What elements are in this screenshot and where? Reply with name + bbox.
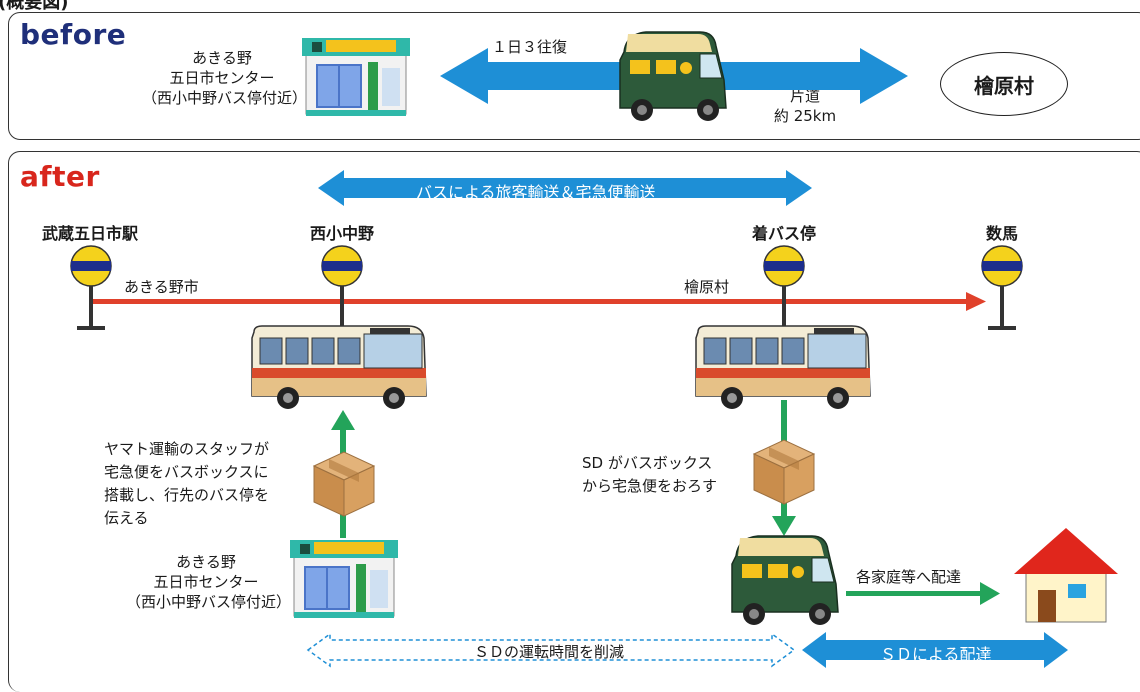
before-heading: before [20, 18, 127, 51]
before-center-label: あきる野 五日市センター （西小中野バス停付近） [142, 48, 308, 108]
page-title: (概要図) [0, 0, 69, 13]
after-heading: after [20, 160, 100, 193]
stop-sign-icon [70, 245, 112, 331]
stop-sign-icon [981, 245, 1023, 331]
before-center-line1: あきる野 [192, 49, 252, 67]
right-note-line2: から宅急便をおろす [582, 477, 718, 495]
stop-name-kazuma: 数馬 [985, 224, 1018, 243]
house-icon [1014, 528, 1118, 623]
after-top-arrow-label: バスによる旅客輸送＆宅急便輸送 [416, 183, 656, 202]
after-center-line3: （西小中野バス停付近） [126, 593, 292, 611]
bus-icon-right [695, 325, 871, 410]
before-truck-icon [619, 31, 727, 122]
before-shop-icon [301, 37, 411, 117]
before-distance: 片道 約 25km [760, 86, 850, 126]
before-distance-line1: 片道 [789, 87, 820, 105]
after-panel [8, 151, 1140, 692]
area-label-akiruno: あきる野市 [124, 278, 199, 296]
after-top-arrow [318, 170, 812, 206]
area-label-hinohara: 檜原村 [684, 278, 730, 296]
left-note-line3: 搭載し、行先のバス停を [104, 486, 270, 504]
after-center-line1: あきる野 [176, 553, 236, 571]
diagram-artwork [70, 31, 1118, 668]
green-arrow-right [846, 582, 1000, 605]
left-note-line4: 伝える [104, 509, 149, 527]
left-note-line2: 宅急便をバスボックスに [104, 463, 269, 481]
bus-icon-left [251, 325, 427, 410]
right-note: SD がバスボックス から宅急便をおろす [582, 452, 717, 498]
bottom-dashed-arrow [306, 632, 796, 668]
stop-sign-icon [763, 245, 805, 331]
stop-name-musashi-itsukaichi: 武蔵五日市駅 [41, 224, 138, 243]
after-center-line2: 五日市センター [153, 573, 259, 591]
before-distance-line2: 約 25km [773, 107, 837, 125]
bottom-solid-arrow [802, 632, 1068, 668]
before-center-line2: 五日市センター [169, 69, 275, 87]
after-center-label: あきる野 五日市センター （西小中野バス停付近） [126, 552, 292, 612]
delivery-label: 各家庭等へ配達 [856, 568, 962, 586]
right-note-line1: SD がバスボックス [582, 454, 713, 472]
bottom-dashed-label: ＳＤの運転時間を削減 [474, 643, 625, 661]
destination-oval: 檜原村 [940, 52, 1068, 116]
before-center-line3: （西小中野バス停付近） [142, 89, 308, 107]
stop-name-nishi-konakano: 西小中野 [309, 224, 374, 243]
left-note-line1: ヤマト運輸のスタッフが [104, 440, 270, 458]
parcel-box-icon-right [753, 439, 815, 505]
stop-sign-icon [321, 245, 363, 331]
route-line [90, 292, 986, 311]
bottom-solid-label: ＳＤによる配達 [880, 645, 992, 664]
parcel-box-icon-left [313, 451, 375, 517]
destination-label: 檜原村 [974, 73, 1034, 98]
stop-name-arrival-stop: 着バス停 [751, 224, 816, 243]
before-frequency: １日３往復 [492, 38, 568, 56]
after-shop-icon [289, 539, 399, 619]
left-note: ヤマト運輸のスタッフが 宅急便をバスボックスに 搭載し、行先のバス停を 伝える [104, 438, 269, 530]
after-truck-icon [731, 535, 839, 626]
